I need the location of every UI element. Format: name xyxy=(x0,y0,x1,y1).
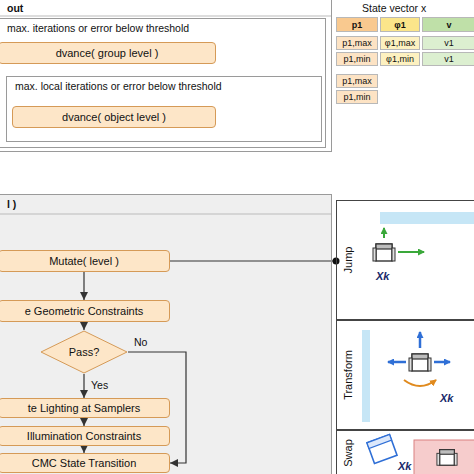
chair-icon xyxy=(409,354,431,371)
table-cell: p1 xyxy=(336,17,378,32)
table-title: State vector x xyxy=(362,2,426,14)
loop-frame: max. local iterations or error below thr… xyxy=(6,76,322,142)
table-cell: φ1,min xyxy=(380,52,420,66)
mutation-panel: Jump xyxy=(336,200,474,320)
table-cell: v1 xyxy=(422,52,474,66)
move-arrow xyxy=(419,332,422,348)
table-cell: v xyxy=(422,17,474,32)
mutation-panel: Transform xyxy=(336,320,474,430)
move-arrow xyxy=(398,251,424,253)
process-box: te Lighting at Samplers xyxy=(0,398,170,418)
process-box: dvance( object level ) xyxy=(12,106,216,128)
loop-frame: max. iterations or error below threshold… xyxy=(0,18,326,148)
panel-label: Jump xyxy=(342,247,354,274)
mutation-panel: Swap xyxy=(336,430,474,474)
process-box: dvance( group level ) xyxy=(0,42,216,64)
connector xyxy=(83,418,84,426)
state-label: Xk xyxy=(398,460,411,472)
outer-panel: out max. iterations or error below thresh… xyxy=(0,0,332,152)
wall xyxy=(362,330,370,422)
node-text: Illumination Constraints xyxy=(27,430,141,442)
header-rule xyxy=(0,16,332,17)
state-label: Xk xyxy=(440,392,453,404)
panel-heading: l ) xyxy=(7,198,323,210)
chair-outline xyxy=(367,435,392,449)
panel-heading: max. iterations or error below threshold xyxy=(7,22,317,34)
wall xyxy=(380,212,474,224)
chair-icon xyxy=(373,244,395,261)
panel-heading: max. local iterations or error below thr… xyxy=(15,80,313,92)
process-box: Mutate( level ) xyxy=(0,250,170,272)
connector xyxy=(170,260,336,261)
node-text: dvance( group level ) xyxy=(56,47,159,59)
edge-label: Yes xyxy=(89,379,110,391)
edge-label: No xyxy=(132,336,149,348)
process-box: e Geometric Constraints xyxy=(0,300,170,322)
table-cell: φ1 xyxy=(380,17,420,32)
connector xyxy=(83,322,84,330)
region xyxy=(414,440,474,474)
panel-label: Swap xyxy=(342,439,354,467)
node-text: dvance( object level ) xyxy=(62,111,166,123)
connector xyxy=(83,446,84,453)
table-cell: p1,min xyxy=(336,52,378,66)
node-text: CMC State Transition xyxy=(32,457,137,469)
table-cell: p1,max xyxy=(336,74,378,88)
move-arrow xyxy=(434,361,450,364)
outer-panel: l ) Mutate( level ) e Geometric Constraint… xyxy=(0,194,332,474)
node-text: te Lighting at Samplers xyxy=(28,402,141,414)
node-text: Pass? xyxy=(69,346,100,358)
table-cell: v1 xyxy=(422,36,474,50)
table-cell: p1,min xyxy=(336,90,378,104)
panel-label: Transform xyxy=(342,350,354,400)
node-text: Mutate( level ) xyxy=(49,255,119,267)
header-rule xyxy=(0,214,332,215)
chair-outline xyxy=(367,435,397,464)
process-box: Illumination Constraints xyxy=(0,426,170,446)
connector xyxy=(83,272,84,300)
panel-ground xyxy=(0,194,332,474)
move-arrow xyxy=(388,361,406,364)
decision-diamond: Pass? xyxy=(40,330,128,374)
table-cell: p1,max xyxy=(336,36,378,50)
node-text: e Geometric Constraints xyxy=(25,305,144,317)
chair-icon xyxy=(437,450,457,466)
table-cell: φ1,max xyxy=(380,36,420,50)
move-arrow xyxy=(383,228,385,238)
rotate-arrow xyxy=(404,380,436,386)
process-box: CMC State Transition xyxy=(0,453,170,473)
panel-heading: out xyxy=(7,2,323,14)
state-label: Xk xyxy=(376,270,389,282)
connector xyxy=(83,374,84,398)
